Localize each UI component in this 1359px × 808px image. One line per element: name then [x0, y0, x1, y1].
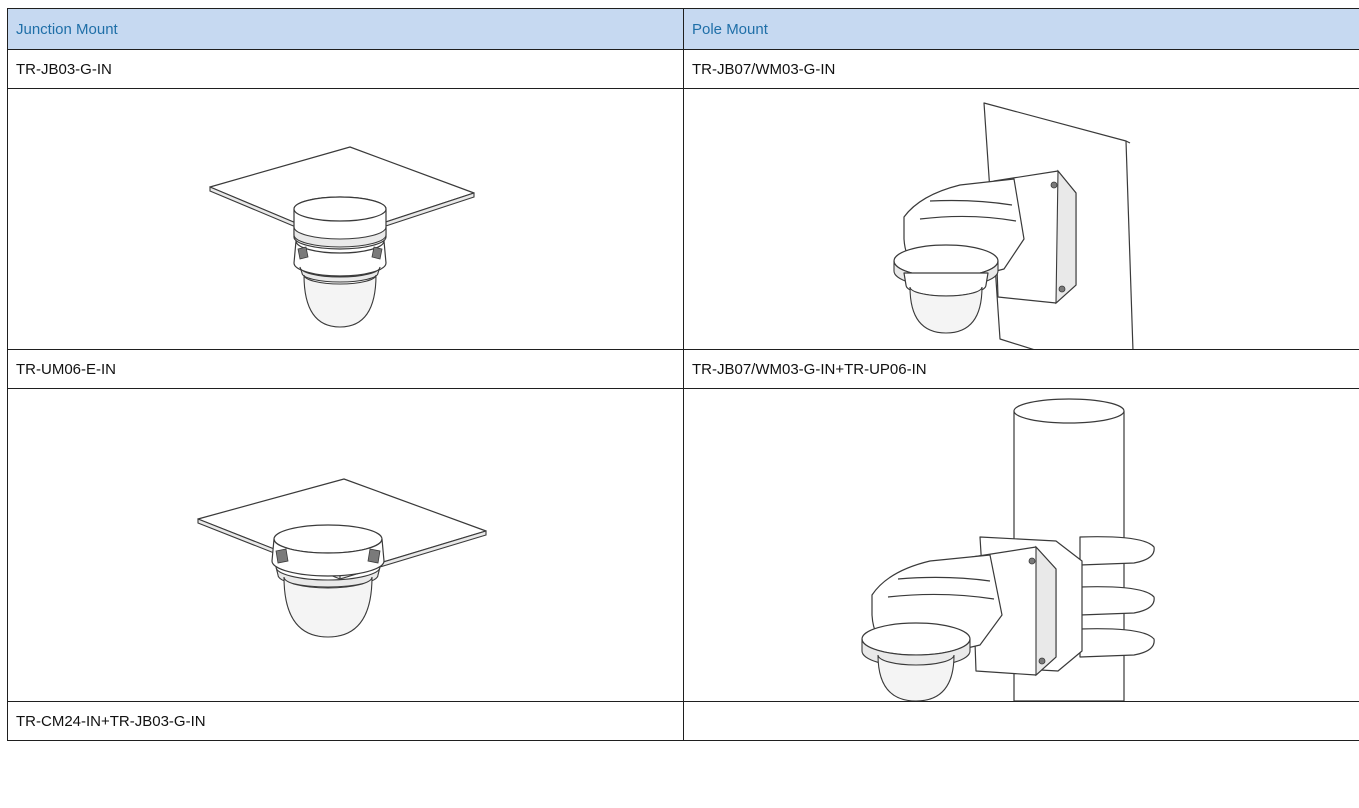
table-row: TR-JB03-G-IN TR-JB07/WM03-G-IN [7, 49, 1359, 89]
model-label [683, 701, 1359, 741]
model-label: TR-JB07/WM03-G-IN+TR-UP06-IN [683, 349, 1359, 389]
pole-mount-dome-drawing [685, 390, 1359, 701]
model-label: TR-CM24-IN+TR-JB03-G-IN [7, 701, 684, 741]
header-pole-mount: Pole Mount [683, 8, 1359, 50]
wall-mount-dome-drawing [685, 90, 1359, 349]
ceiling-dome-drawing [9, 390, 683, 701]
ceiling-junction-dome-drawing [9, 90, 683, 349]
model-label: TR-JB07/WM03-G-IN [683, 49, 1359, 89]
mount-table: Junction Mount Pole Mount TR-JB03-G-IN T… [7, 8, 1359, 741]
image-row [7, 388, 1359, 702]
table-row: TR-UM06-E-IN TR-JB07/WM03-G-IN+TR-UP06-I… [7, 349, 1359, 389]
image-row [7, 88, 1359, 350]
header-junction-mount: Junction Mount [7, 8, 684, 50]
model-label: TR-JB03-G-IN [7, 49, 684, 89]
header-row: Junction Mount Pole Mount [7, 8, 1359, 50]
model-label: TR-UM06-E-IN [7, 349, 684, 389]
table-row: TR-CM24-IN+TR-JB03-G-IN [7, 701, 1359, 741]
